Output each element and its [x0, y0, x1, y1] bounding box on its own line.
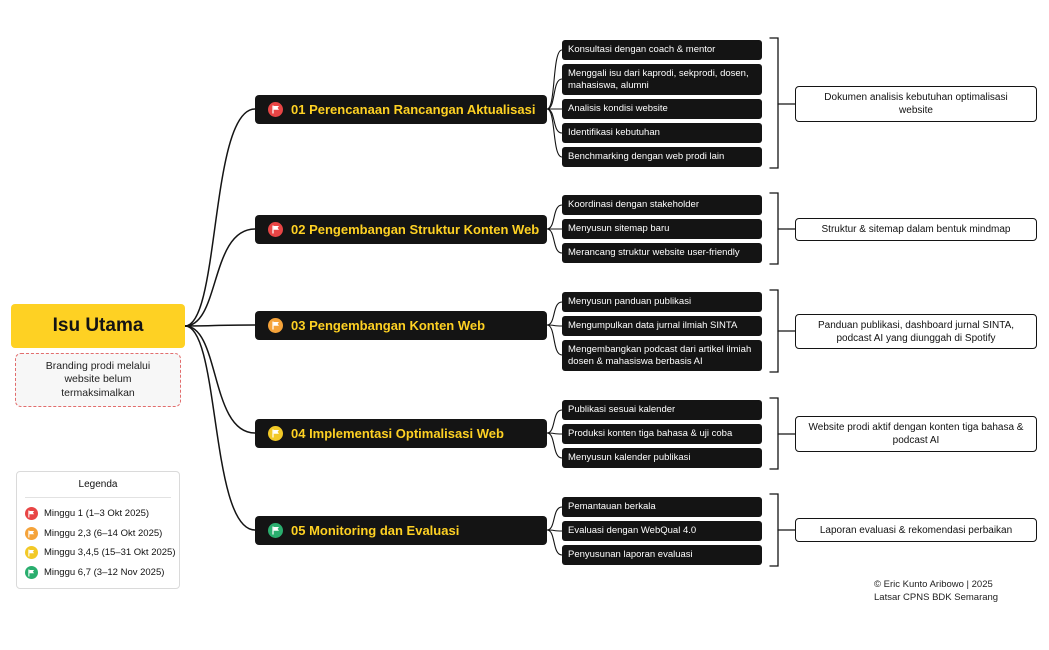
output-label: Struktur & sitemap dalam bentuk mindmap [821, 224, 1011, 235]
output-label: Panduan publikasi, dashboard jurnal SINT… [817, 319, 1015, 344]
legend-label: Minggu 2,3 (6–14 Okt 2025) [44, 528, 163, 539]
legend-item: Minggu 6,7 (3–12 Nov 2025) [25, 566, 164, 579]
branch-05[interactable]: 05 Monitoring dan Evaluasi [255, 516, 547, 545]
branch-03[interactable]: 03 Pengembangan Konten Web [255, 311, 547, 340]
flag-icon [268, 318, 283, 333]
footer-credit: © Eric Kunto Aribowo | 2025 Latsar CPNS … [874, 579, 998, 605]
output-label: Laporan evaluasi & rekomendasi perbaikan [819, 524, 1013, 536]
branch-label: 03 Pengembangan Konten Web [291, 318, 486, 333]
output-box-04[interactable]: Website prodi aktif dengan konten tiga b… [795, 416, 1037, 452]
output-box-03[interactable]: Panduan publikasi, dashboard jurnal SINT… [795, 314, 1037, 349]
task-label: Menggali isu dari kaprodi, sekprodi, dos… [568, 67, 749, 91]
legend-label: Minggu 1 (1–3 Okt 2025) [44, 508, 150, 519]
footer-line-1: © Eric Kunto Aribowo | 2025 [874, 579, 993, 590]
task-item[interactable]: Mengumpulkan data jurnal ilmiah SINTA [562, 316, 762, 336]
task-label: Publikasi sesuai kalender [568, 404, 676, 416]
flag-icon [268, 426, 283, 441]
task-item[interactable]: Menggali isu dari kaprodi, sekprodi, dos… [562, 64, 762, 95]
footer-line-2: Latsar CPNS BDK Semarang [874, 591, 999, 603]
branch-04[interactable]: 04 Implementasi Optimalisasi Web [255, 419, 547, 448]
task-item[interactable]: Evaluasi dengan WebQual 4.0 [562, 521, 762, 541]
task-item[interactable]: Publikasi sesuai kalender [562, 400, 762, 420]
branch-label: 02 Pengembangan Struktur Konten Web [291, 222, 540, 237]
task-item[interactable]: Merancang struktur website user-friendly [562, 243, 762, 263]
task-item[interactable]: Identifikasi kebutuhan [562, 123, 762, 143]
branch-02[interactable]: 02 Pengembangan Struktur Konten Web [255, 215, 547, 244]
task-label: Evaluasi dengan WebQual 4.0 [568, 525, 697, 537]
output-box-01[interactable]: Dokumen analisis kebutuhan optimalisasi … [795, 86, 1037, 122]
task-label: Konsultasi dengan coach & mentor [568, 44, 716, 56]
task-label: Koordinasi dengan stakeholder [568, 199, 699, 211]
task-item[interactable]: Menyusun panduan publikasi [562, 292, 762, 312]
legend-item: Minggu 3,4,5 (15–31 Okt 2025) [25, 546, 176, 559]
task-label: Penyusunan laporan evaluasi [568, 549, 693, 561]
task-label: Menyusun sitemap baru [568, 223, 670, 235]
output-box-05[interactable]: Laporan evaluasi & rekomendasi perbaikan [795, 518, 1037, 542]
branch-01[interactable]: 01 Perencanaan Rancangan Aktualisasi [255, 95, 547, 124]
legend-label: Minggu 3,4,5 (15–31 Okt 2025) [44, 547, 176, 558]
task-label: Mengumpulkan data jurnal ilmiah SINTA [568, 320, 738, 332]
output-label: Website prodi aktif dengan konten tiga b… [808, 422, 1024, 446]
branch-label: 04 Implementasi Optimalisasi Web [291, 426, 504, 441]
legend-title: Legenda [78, 479, 118, 490]
flag-icon [268, 523, 283, 538]
task-label: Identifikasi kebutuhan [568, 127, 660, 139]
task-label: Mengembangkan podcast dari artikel ilmia… [568, 343, 752, 367]
root-description: Branding prodi melalui website belum ter… [15, 353, 181, 407]
flag-icon [25, 507, 38, 520]
flag-icon [25, 527, 38, 540]
task-item[interactable]: Produksi konten tiga bahasa & uji coba [562, 424, 762, 444]
task-label: Analisis kondisi website [568, 103, 668, 115]
task-item[interactable]: Mengembangkan podcast dari artikel ilmia… [562, 340, 762, 371]
flag-icon [268, 222, 283, 237]
branch-label: 01 Perencanaan Rancangan Aktualisasi [291, 102, 536, 117]
task-item[interactable]: Penyusunan laporan evaluasi [562, 545, 762, 565]
output-label: Dokumen analisis kebutuhan optimalisasi … [824, 92, 1008, 116]
root-node[interactable]: Isu Utama [11, 304, 185, 348]
task-label: Merancang struktur website user-friendly [568, 247, 740, 259]
flag-icon [268, 102, 283, 117]
legend: Legenda Minggu 1 (1–3 Okt 2025) Minggu 2… [16, 471, 180, 589]
task-item[interactable]: Analisis kondisi website [562, 99, 762, 119]
task-item[interactable]: Koordinasi dengan stakeholder [562, 195, 762, 215]
legend-item: Minggu 2,3 (6–14 Okt 2025) [25, 527, 162, 540]
task-label: Menyusun kalender publikasi [568, 452, 691, 464]
task-item[interactable]: Benchmarking dengan web prodi lain [562, 147, 762, 167]
root-title: Isu Utama [52, 315, 144, 336]
legend-divider [25, 497, 171, 498]
legend-item: Minggu 1 (1–3 Okt 2025) [25, 507, 149, 520]
task-label: Menyusun panduan publikasi [568, 296, 692, 308]
task-item[interactable]: Konsultasi dengan coach & mentor [562, 40, 762, 60]
task-item[interactable]: Pemantauan berkala [562, 497, 762, 517]
task-label: Benchmarking dengan web prodi lain [568, 151, 725, 163]
task-label: Produksi konten tiga bahasa & uji coba [568, 428, 733, 440]
legend-label: Minggu 6,7 (3–12 Nov 2025) [44, 567, 165, 578]
root-description-text: Branding prodi melalui website belum ter… [45, 359, 151, 399]
branch-label: 05 Monitoring dan Evaluasi [291, 523, 460, 538]
task-label: Pemantauan berkala [568, 501, 656, 513]
task-item[interactable]: Menyusun sitemap baru [562, 219, 762, 239]
output-box-02[interactable]: Struktur & sitemap dalam bentuk mindmap [795, 218, 1037, 241]
flag-icon [25, 566, 38, 579]
flag-icon [25, 546, 38, 559]
task-item[interactable]: Menyusun kalender publikasi [562, 448, 762, 468]
